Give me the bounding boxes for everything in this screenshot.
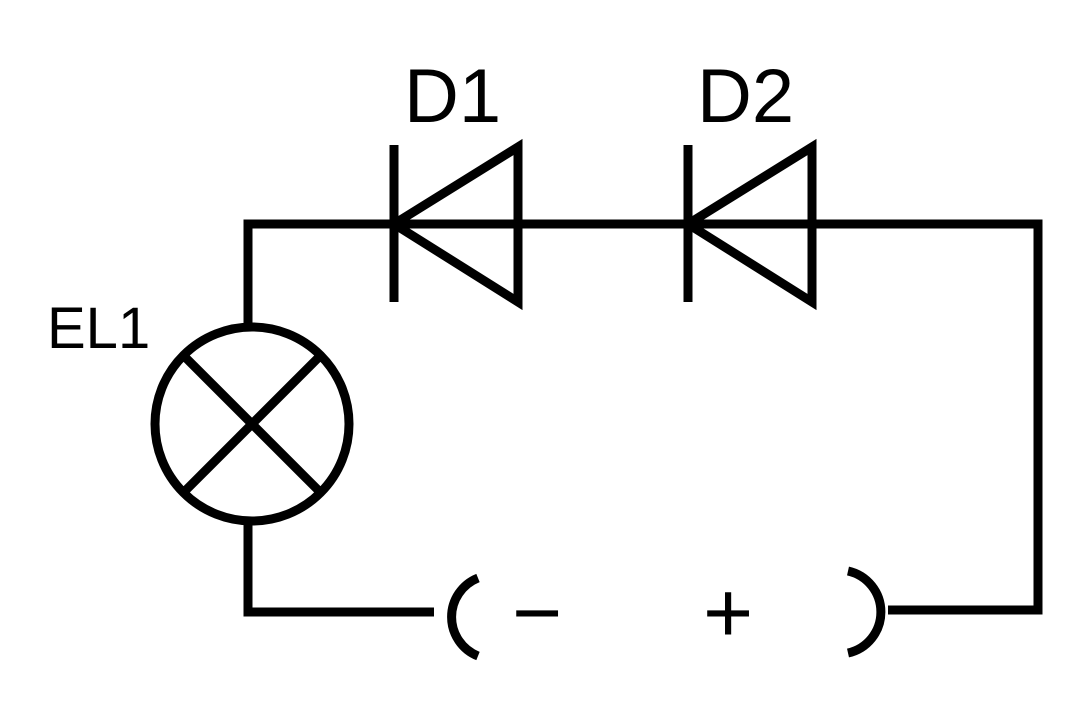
terminal-right-arc [846,566,886,658]
wire-top-right [687,219,1043,615]
lamp-el1 [150,322,354,526]
wire-top-left [243,219,392,328]
diode-d1 [385,138,523,311]
diode-d1-triangle [385,138,523,311]
label-minus: − [512,565,562,661]
lamp-circle [150,322,354,526]
terminal-left-arc [447,573,480,661]
diode-d2-triangle [679,138,817,311]
wire-bottom-left [243,520,434,617]
diode-d2 [679,138,817,311]
battery-terminals [447,566,886,661]
label-d2: D2 [697,54,794,139]
label-el1: EL1 [47,296,150,361]
label-d1: D1 [404,54,501,139]
label-plus: + [703,565,753,661]
lamp-cross-b [177,349,327,499]
